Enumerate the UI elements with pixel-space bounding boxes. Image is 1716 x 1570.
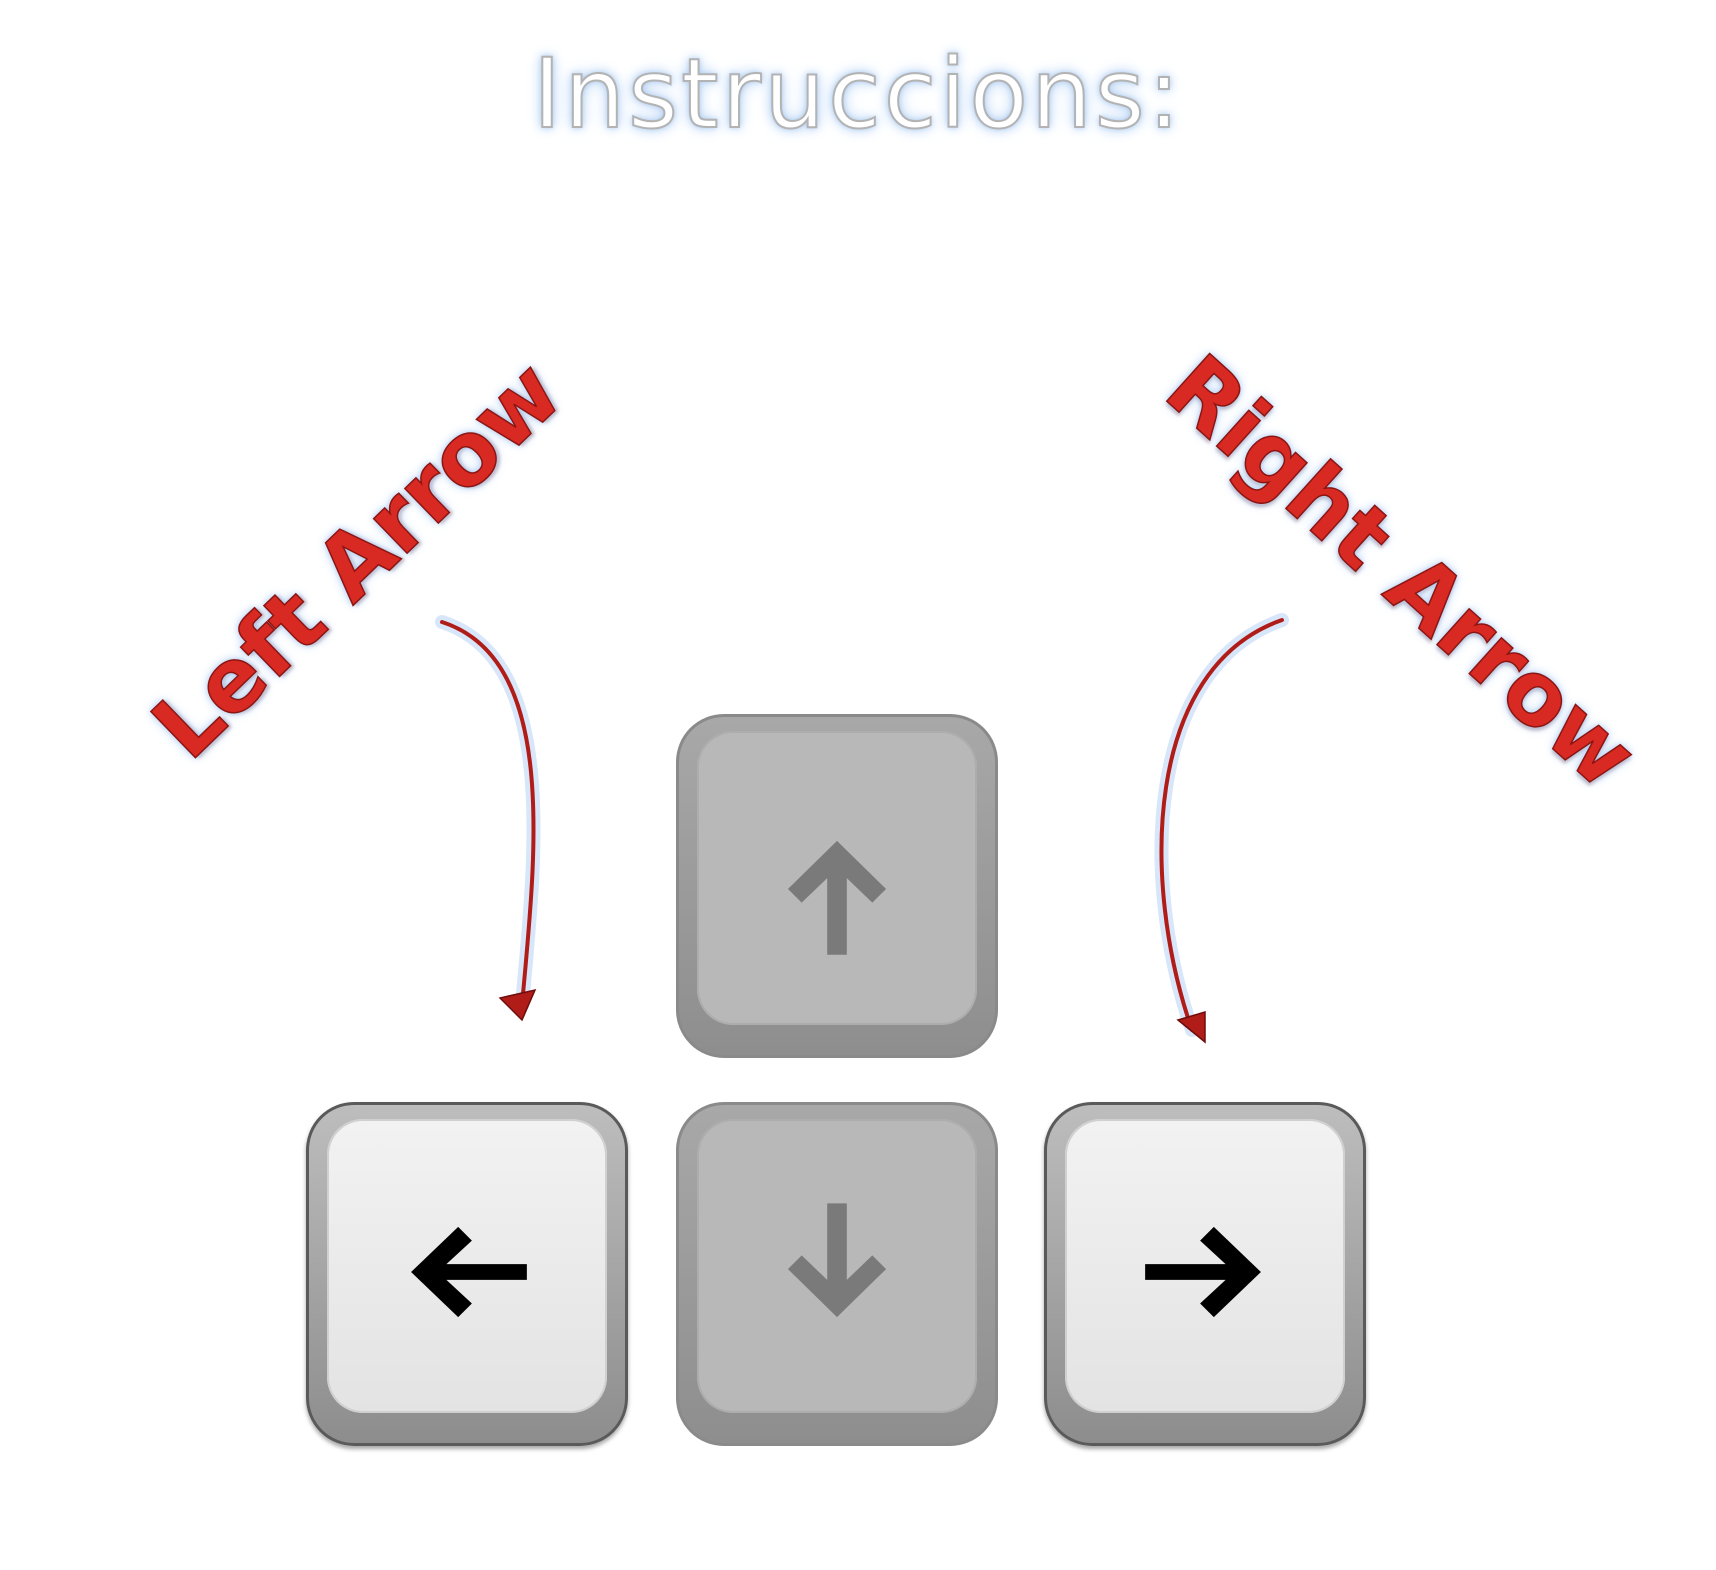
arrow-down-icon	[787, 1203, 887, 1318]
up-arrow-key[interactable]	[676, 714, 998, 1058]
arrow-left-icon	[411, 1226, 527, 1318]
left-arrow-callout: Left Arrow	[132, 340, 582, 779]
left-pointer-arrow	[435, 615, 541, 1022]
down-arrow-key[interactable]	[676, 1102, 998, 1446]
left-arrow-key[interactable]	[306, 1102, 628, 1446]
right-arrow-callout: Right Arrow	[1146, 334, 1657, 809]
right-arrow-key[interactable]	[1044, 1102, 1366, 1446]
arrow-up-icon	[787, 840, 887, 955]
arrow-right-icon	[1145, 1226, 1261, 1318]
right-pointer-arrow	[1154, 613, 1289, 1044]
page-title: Instruccions:	[532, 38, 1184, 150]
